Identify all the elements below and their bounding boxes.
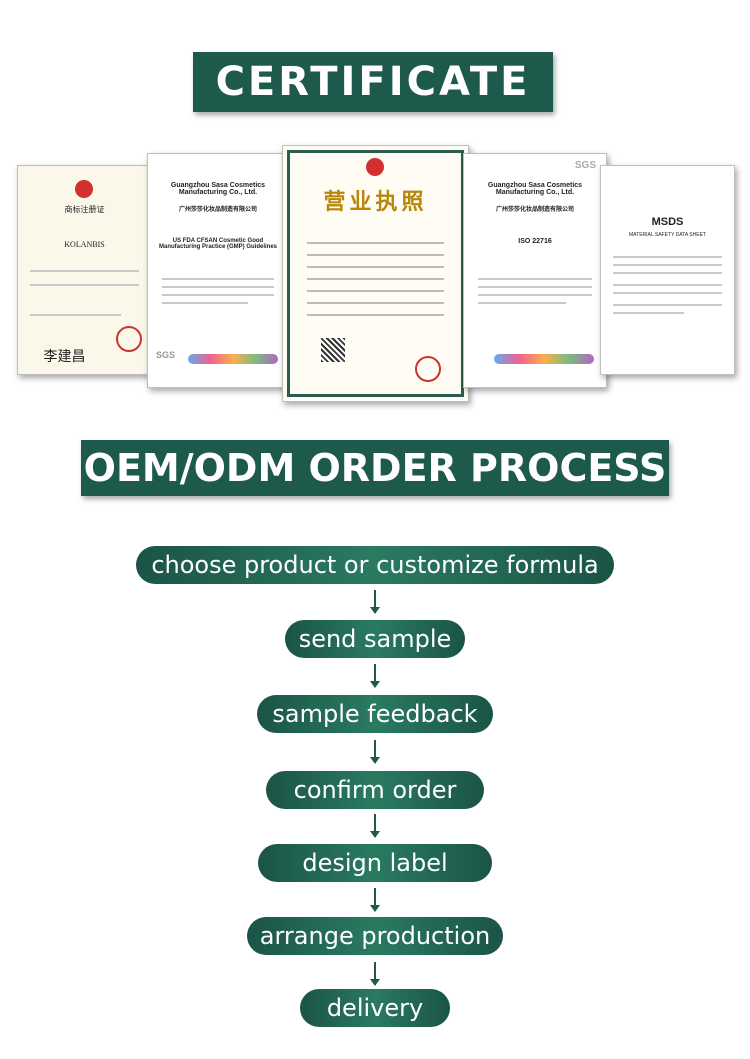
certificate-title: CERTIFICATE: [193, 52, 553, 112]
step-delivery: delivery: [300, 989, 450, 1027]
msds-subheading: MATERIAL SAFETY DATA SHEET: [629, 232, 706, 238]
step-sample-feedback: sample feedback: [257, 695, 493, 733]
step-design-label: design label: [258, 844, 492, 882]
gmp-company-cn: 广州莎莎化妆品制造有限公司: [178, 207, 257, 213]
arrow-down-icon: [370, 590, 380, 614]
gmp-sgs-badge: SGS: [156, 350, 176, 360]
iso-certificate: Guangzhou Sasa Cosmetics Manufacturing C…: [463, 153, 607, 388]
decorative-wave: [494, 354, 594, 364]
iso-standard: ISO 22716: [518, 238, 552, 245]
arrow-down-icon: [370, 888, 380, 912]
iso-company: Guangzhou Sasa Cosmetics Manufacturing C…: [487, 182, 583, 196]
trademark-signature: 李建昌: [43, 348, 86, 364]
step-send-sample: send sample: [285, 620, 465, 658]
decorative-wave: [188, 354, 278, 364]
gmp-certificate: Guangzhou Sasa Cosmetics Manufacturing C…: [147, 153, 289, 388]
trademark-heading: 商标注册证: [64, 205, 105, 214]
iso-sgs-badge: SGS: [574, 160, 596, 171]
trademark-brand: KOLANBIS: [64, 240, 105, 249]
business-license: 营业执照: [282, 145, 469, 402]
process-title: OEM/ODM ORDER PROCESS: [81, 440, 669, 496]
gmp-standard: US FDA CFSAN Cosmetic Good Manufacturing…: [158, 238, 278, 250]
arrow-down-icon: [370, 664, 380, 688]
license-heading: 营业执照: [323, 189, 428, 214]
red-seal-icon: [415, 356, 441, 382]
gmp-company: Guangzhou Sasa Cosmetics Manufacturing C…: [170, 182, 266, 196]
order-process-flow: choose product or customize formula send…: [0, 530, 750, 1040]
msds-heading: MSDS: [651, 216, 684, 228]
trademark-certificate: 商标注册证 KOLANBIS 李建昌: [17, 165, 152, 375]
arrow-down-icon: [370, 962, 380, 986]
certificates-gallery: 商标注册证 KOLANBIS 李建昌 Guangzhou Sasa Cosmet…: [0, 140, 750, 410]
step-choose-product: choose product or customize formula: [136, 546, 614, 584]
step-confirm-order: confirm order: [266, 771, 484, 809]
arrow-down-icon: [370, 740, 380, 764]
iso-company-cn: 广州莎莎化妆品制造有限公司: [495, 207, 574, 213]
national-emblem-icon: [75, 180, 93, 198]
step-arrange-production: arrange production: [247, 917, 503, 955]
arrow-down-icon: [370, 814, 380, 838]
national-emblem-icon: [366, 158, 384, 176]
qr-code-icon: [321, 338, 345, 362]
msds-document: MSDS MATERIAL SAFETY DATA SHEET: [600, 165, 735, 375]
red-seal-icon: [116, 326, 142, 352]
